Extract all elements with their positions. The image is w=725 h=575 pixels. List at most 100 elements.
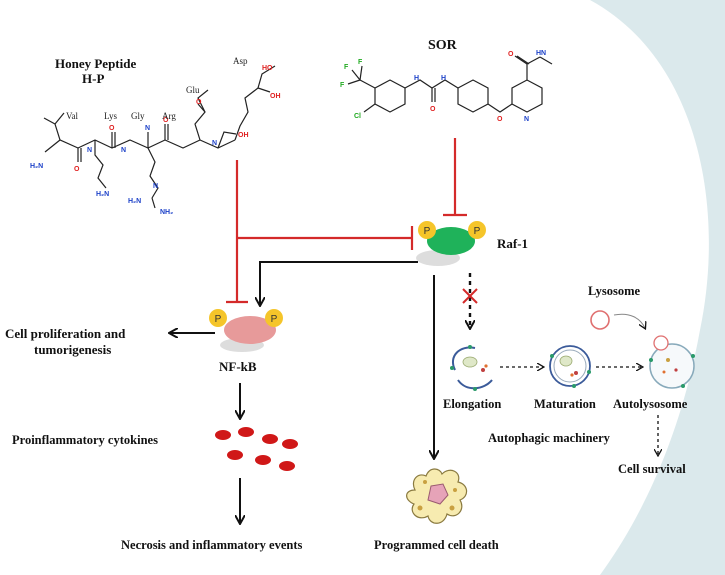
autophagic-machinery-label: Autophagic machinery (488, 431, 610, 445)
atom-oh: OH (270, 93, 281, 100)
atom-f: F (340, 82, 345, 89)
residue-label-gly: Gly (131, 111, 145, 121)
cargo-particle (574, 371, 578, 375)
corner-decoration (590, 0, 725, 575)
atom-n-arg: N (153, 183, 158, 190)
atom-o: O (163, 117, 169, 124)
cell-nucleus (427, 483, 449, 505)
nfkb-phospho-left (209, 309, 227, 327)
autolysosome (649, 343, 695, 389)
atom-n: H (441, 75, 446, 82)
cytokine (227, 450, 243, 460)
membrane-proteins (450, 345, 695, 391)
cell-vesicle (449, 505, 455, 511)
honey-peptide-structure (43, 65, 276, 209)
phospho-label: P (424, 226, 431, 237)
nfkb-label: NF-kB (219, 359, 257, 374)
cargo-particle (662, 370, 666, 374)
cytokine (262, 434, 278, 444)
atom-cl: Cl (354, 113, 361, 120)
nfkb-complex: P P (209, 309, 283, 352)
lc3-dot (550, 354, 554, 358)
atom-o: O (508, 51, 514, 58)
proliferation-label-line2: tumorigenesis (34, 342, 112, 357)
cell-vesicle (453, 488, 457, 492)
atom-n: N (145, 125, 150, 132)
cytokine (215, 430, 231, 440)
cytokine (282, 439, 298, 449)
autophagosome (549, 345, 591, 387)
atom-o: O (109, 125, 115, 132)
atom-ho: HO (262, 65, 273, 72)
raf1-protein (427, 227, 475, 255)
necrosis-label: Necrosis and inflammatory events (121, 538, 303, 552)
cargo-particle (570, 373, 574, 377)
maturation-label: Maturation (534, 397, 596, 411)
sor-atoms: F F F Cl H H O O N O HN (340, 50, 546, 123)
atom-o: O (430, 106, 436, 113)
cargo-particle (674, 368, 678, 372)
residue-label-glu: Glu (186, 85, 200, 95)
atom-f: F (358, 59, 363, 66)
raf1-label: Raf-1 (497, 236, 529, 251)
cytokine (279, 461, 295, 471)
sor-title: SOR (428, 38, 457, 53)
atom-f: F (344, 64, 349, 71)
atom-nh2-arg: NH₂ (160, 209, 173, 216)
blocked-autophagy-arrow (462, 273, 478, 328)
atom-o: O (196, 99, 202, 106)
cargo-organelle (462, 356, 478, 368)
cell-vesicle (423, 480, 427, 484)
honey-peptide-atoms: H₂N O N O N N O H₂N N H₂N NH₂ N O OH OH … (30, 65, 281, 216)
phospho-label: P (474, 226, 481, 237)
raf1-phospho-left (418, 221, 436, 239)
apoptotic-cell (406, 468, 468, 524)
block-x-mark (462, 288, 478, 304)
atom-oh: OH (238, 132, 249, 139)
phospho-label: P (271, 314, 278, 325)
honey-peptide-title: Honey Peptide (55, 56, 137, 71)
atom-o: O (497, 116, 503, 123)
atom-n: N (212, 140, 217, 147)
phospho-label: P (215, 314, 222, 325)
cargo-particle (666, 358, 670, 362)
cargo-particle (484, 364, 488, 368)
cytokine-particles (215, 427, 298, 471)
cell-vesicle (417, 505, 423, 511)
cytokine (255, 455, 271, 465)
nfkb-protein (224, 316, 276, 344)
cytokine (238, 427, 254, 437)
lysosome-label: Lysosome (588, 284, 641, 298)
residue-label-arg: Arg (162, 111, 176, 121)
lc3-dot (691, 354, 695, 358)
residue-label-lys: Lys (104, 111, 118, 121)
activation-arrows (170, 261, 434, 523)
cell-death-label: Programmed cell death (374, 538, 499, 552)
atom-h2n-arg: H₂N (128, 198, 141, 205)
cell-survival-label: Cell survival (618, 462, 686, 476)
residue-label-asp: Asp (233, 56, 248, 66)
atom-n: H (414, 75, 419, 82)
lc3-dot (468, 345, 472, 349)
raf1-complex: P P (416, 221, 486, 266)
atom-n: N (524, 116, 529, 123)
nfkb-phospho-right (265, 309, 283, 327)
honey-peptide-abbrev: H-P (82, 71, 105, 86)
fused-lysosome (653, 335, 669, 351)
autophagosome-inner (553, 349, 587, 383)
raf1-phospho-right (468, 221, 486, 239)
inhibition-lines (226, 138, 467, 304)
sor-structure (347, 55, 553, 113)
cytokines-label: Proinflammatory cytokines (12, 433, 158, 447)
elongation-label: Elongation (443, 397, 502, 411)
atom-o: O (74, 166, 80, 173)
lc3-dot (572, 384, 576, 388)
lc3-dot (450, 366, 454, 370)
lc3-dot (681, 384, 685, 388)
lc3-dot (649, 358, 653, 362)
cargo-organelle (559, 355, 573, 367)
autophagy-pathway (450, 310, 695, 455)
atom-n: N (121, 147, 126, 154)
lc3-dot (473, 387, 477, 391)
